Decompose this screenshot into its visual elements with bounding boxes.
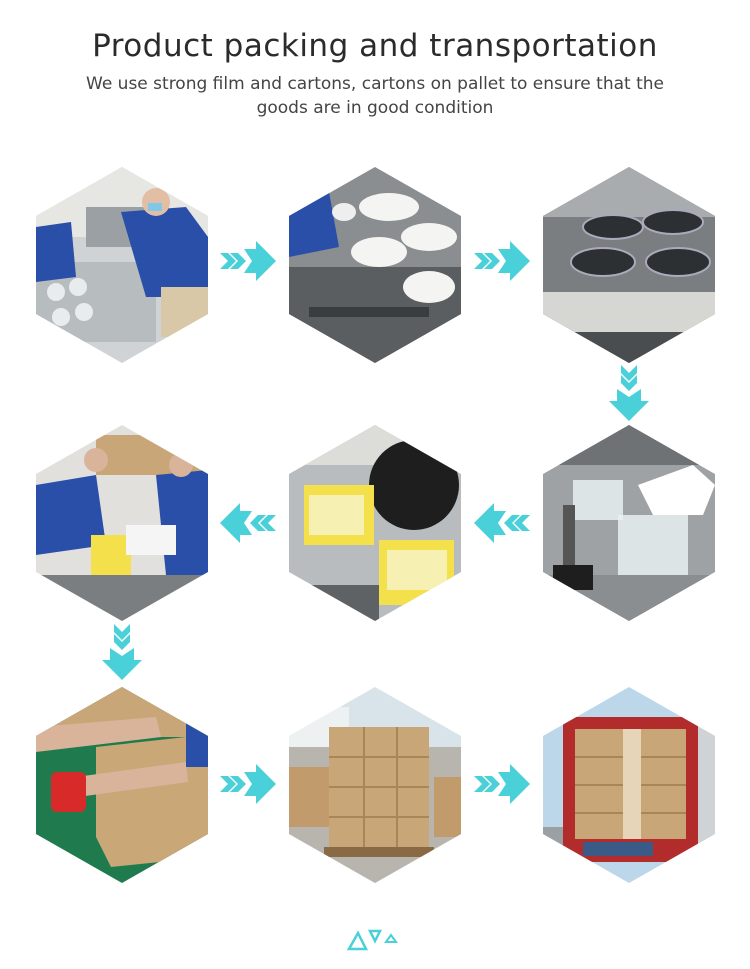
hex-photo-taping-carton [36,687,208,883]
hex-photo-lids-on-conveyor [289,167,461,363]
hex-photo-workers-bagging [36,425,208,621]
arrow-right-icon [220,764,276,804]
arrow-down-icon [609,365,649,421]
page-subtitle: We use strong film and cartons, cartons … [86,74,664,118]
arrow-right-icon [474,241,530,281]
hex-photo-workers-loading-machine [36,167,208,363]
arrow-left-icon [220,503,276,543]
page-title: Product packing and transportation [92,28,658,64]
arrow-right-icon [474,764,530,804]
arrow-right-icon [220,241,276,281]
arrow-left-icon [474,503,530,543]
hex-photo-cartons-on-pallet [289,687,461,883]
hex-photo-loaded-container [543,687,715,883]
hex-photo-forming-mold [543,167,715,363]
arrow-down-icon [102,624,142,680]
hex-photo-quality-check-gloves [543,425,715,621]
hex-photo-packed-bags-on-belt [289,425,461,621]
decorative-triangles-icon [346,929,398,951]
